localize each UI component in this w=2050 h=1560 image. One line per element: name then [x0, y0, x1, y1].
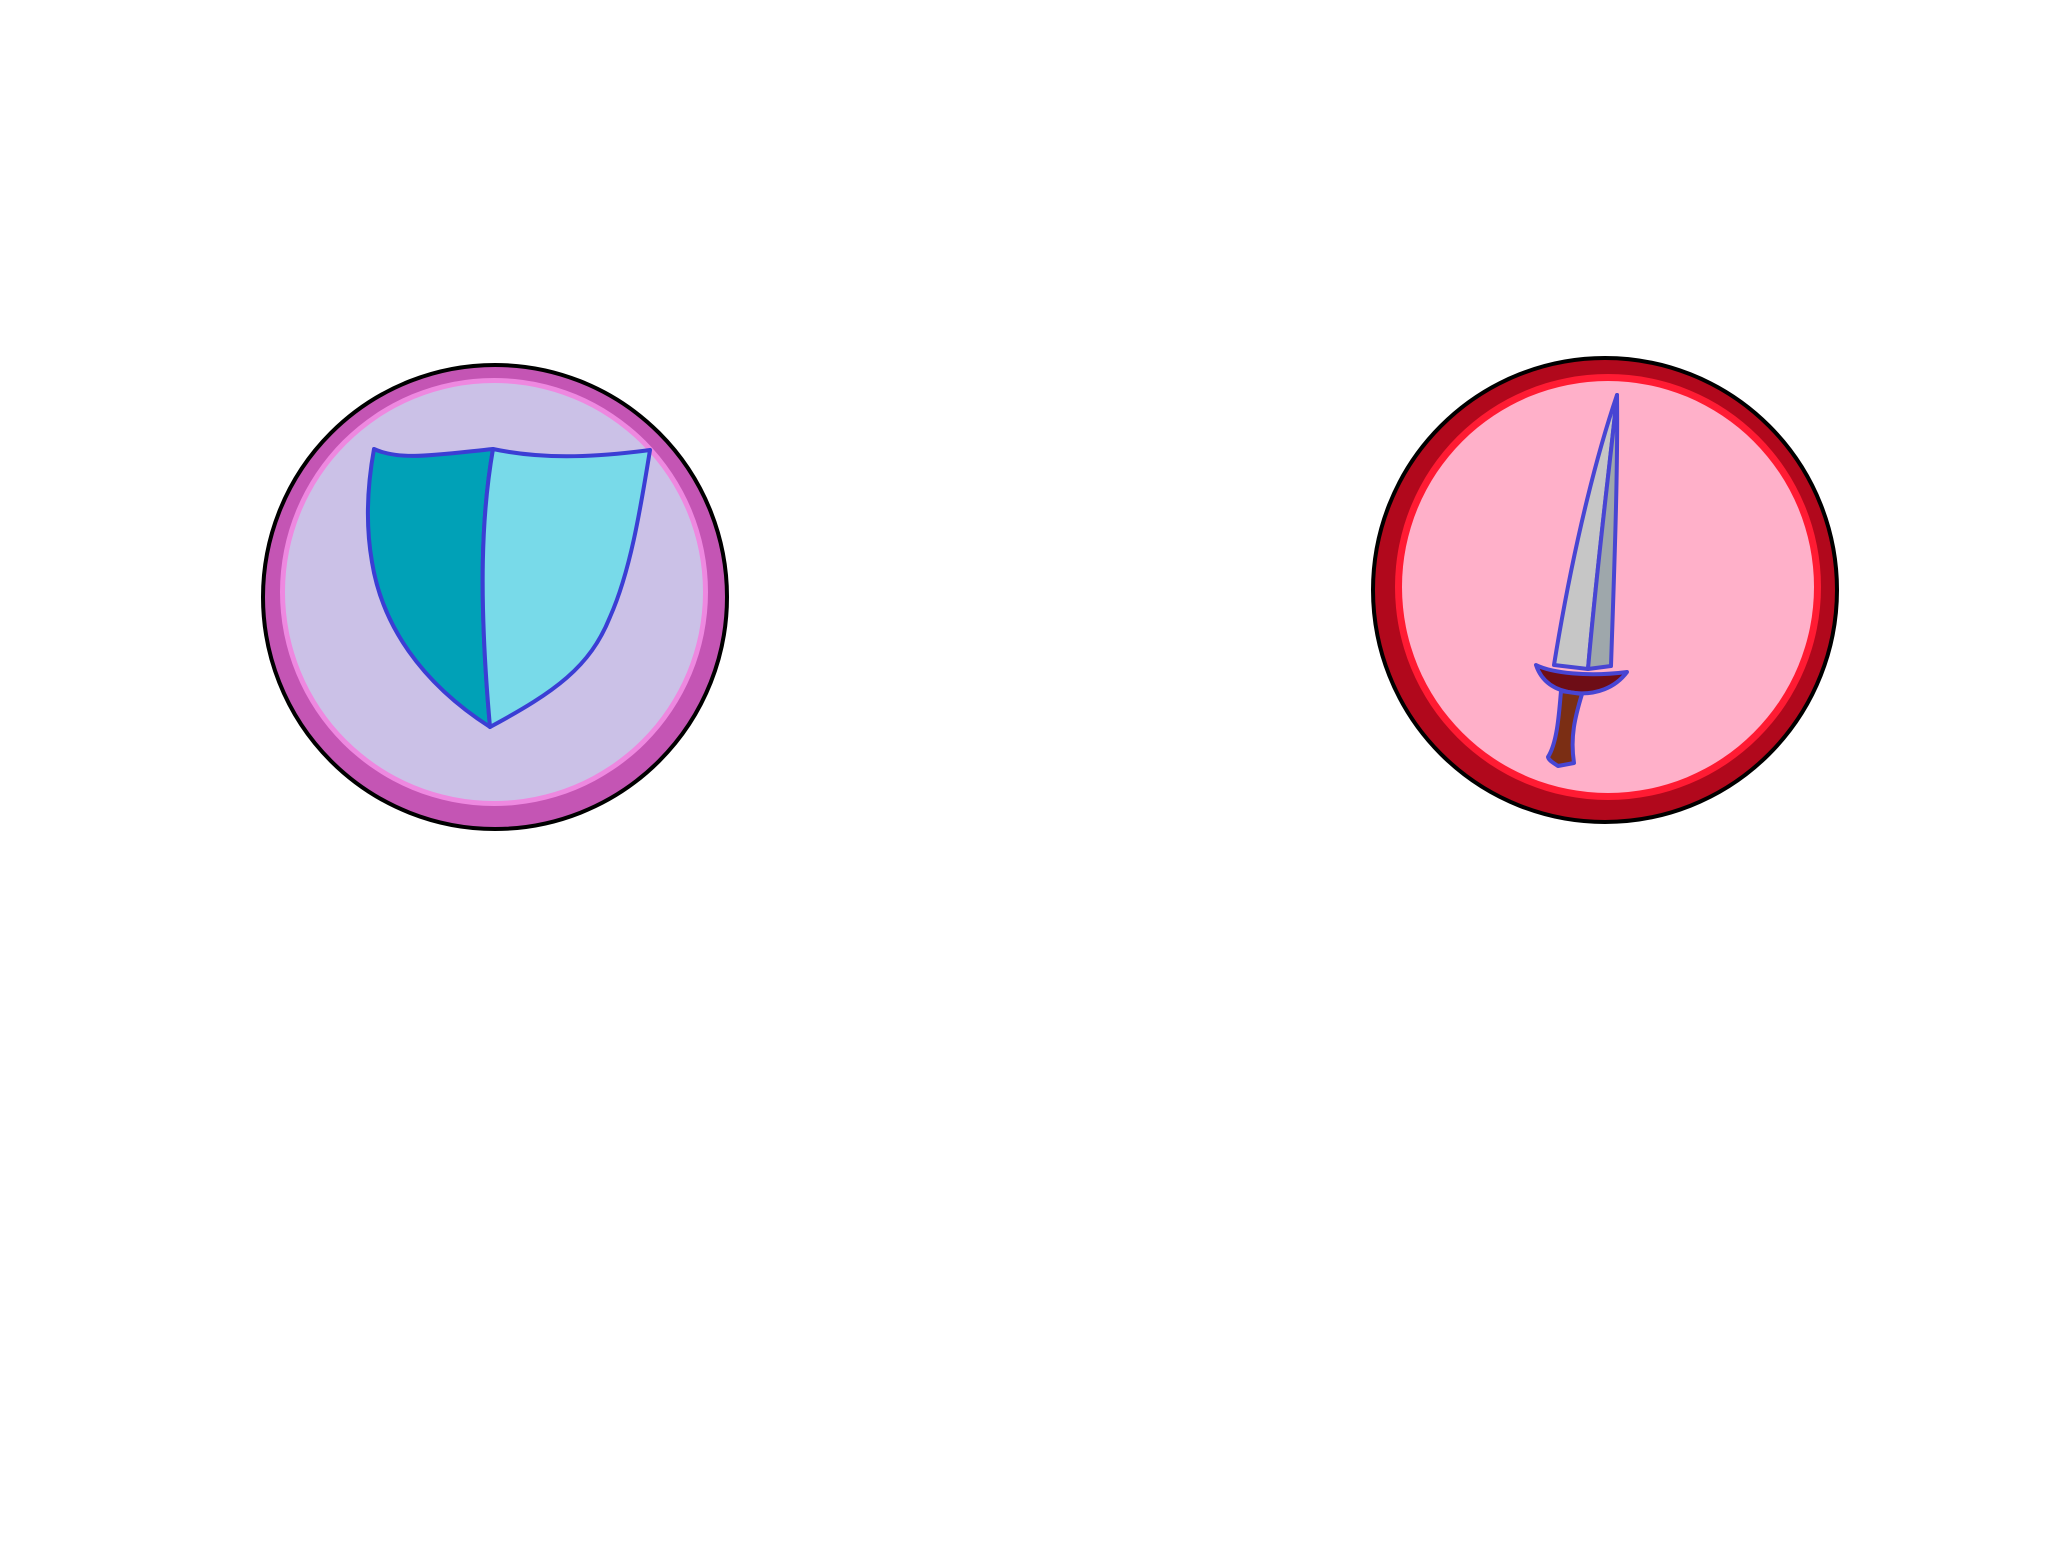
defense-token[interactable] [260, 362, 730, 832]
dagger-blade-dark [1586, 393, 1620, 671]
defense-token-graphic [261, 363, 729, 831]
attack-token-graphic [1371, 356, 1839, 824]
attack-token[interactable] [1370, 355, 1840, 825]
dagger-guard [1534, 663, 1629, 696]
dagger-handle [1546, 689, 1584, 768]
dagger-icon [1534, 393, 1629, 768]
shield-right-half [480, 447, 652, 729]
shield-icon [365, 447, 652, 729]
